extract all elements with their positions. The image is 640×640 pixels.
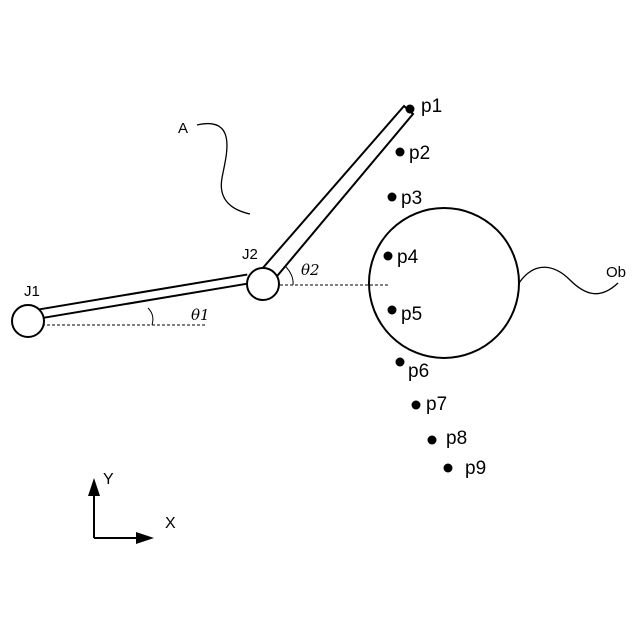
point-dot-p2 xyxy=(396,148,405,157)
label-theta2: θ2 xyxy=(301,261,320,279)
point-label-p6: p6 xyxy=(408,361,429,382)
point-label-p2: p2 xyxy=(409,143,430,164)
point-dot-p4 xyxy=(384,252,393,261)
point-dot-p7 xyxy=(412,401,421,410)
point-dot-p5 xyxy=(388,306,397,315)
theta2-arc xyxy=(285,266,293,285)
point-label-p3: p3 xyxy=(401,188,422,209)
trajectory-points: p1 p2 p3 p4 p5 p6 p7 p8 p9 xyxy=(384,96,487,479)
link-1 xyxy=(27,279,248,316)
label-arm: A xyxy=(178,120,188,137)
point-label-p8: p8 xyxy=(446,428,467,449)
point-label-p7: p7 xyxy=(426,394,447,415)
label-obstacle: Ob xyxy=(606,264,626,281)
obstacle-leader-line xyxy=(519,267,618,293)
label-j2: J2 xyxy=(242,246,258,263)
point-dot-p3 xyxy=(388,193,397,202)
label-j1: J1 xyxy=(24,283,40,300)
point-dot-p8 xyxy=(428,436,437,445)
theta1-arc xyxy=(148,308,153,325)
arm-leader-line xyxy=(197,124,250,214)
point-dot-p9 xyxy=(444,464,453,473)
point-label-p1: p1 xyxy=(421,96,442,117)
y-axis-arrow xyxy=(88,478,100,496)
point-label-p4: p4 xyxy=(397,247,419,268)
label-theta1: θ1 xyxy=(191,306,210,324)
joint-j1 xyxy=(12,305,44,337)
coordinate-axes xyxy=(88,478,154,544)
obstacle-circle xyxy=(369,208,519,358)
label-axis-y: Y xyxy=(103,471,114,488)
joint-j2 xyxy=(247,268,279,300)
point-dot-p1 xyxy=(406,105,415,114)
point-label-p9: p9 xyxy=(465,458,486,479)
label-axis-x: X xyxy=(165,515,176,532)
x-axis-arrow xyxy=(136,532,154,544)
point-label-p5: p5 xyxy=(401,304,422,325)
point-dot-p6 xyxy=(396,358,405,367)
